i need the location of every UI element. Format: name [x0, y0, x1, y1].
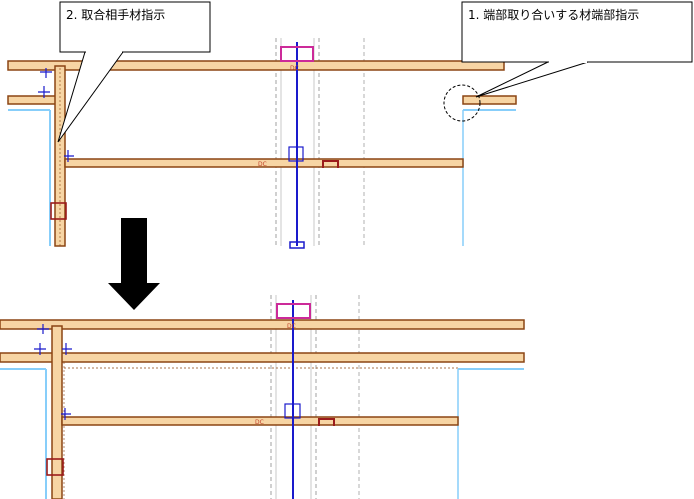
callout-2: 2. 取合相手材指示 [57, 1, 211, 143]
beam-marker-top: DC [287, 323, 296, 330]
beam-marker-mid: DC [255, 419, 264, 426]
callout-box [461, 1, 693, 63]
magenta-marker [280, 46, 314, 62]
red-rect-marker [46, 458, 64, 476]
red-bracket-marker [322, 160, 339, 168]
instruction-2-text: 2. 取合相手材指示 [66, 7, 165, 22]
left-column-beam [51, 325, 63, 499]
callout-1: 1. 端部取り合いする材端部指示 [461, 1, 693, 98]
blue-square-marker [284, 403, 301, 419]
beam-marker-mid: DC [258, 161, 267, 168]
selection-circle [443, 84, 481, 122]
middle-beam [61, 416, 459, 426]
blue-bottom-marker [289, 241, 305, 249]
right-beam-stub [462, 95, 517, 105]
blue-cross-icon [64, 150, 74, 162]
callout-pointer [57, 51, 124, 143]
blue-cross-icon [61, 408, 71, 420]
transition-arrow [108, 218, 160, 310]
magenta-marker [276, 303, 311, 319]
red-bracket-marker [318, 418, 335, 426]
blue-cross-icon [34, 343, 46, 355]
after-view: DC DC [0, 295, 525, 499]
callout-pointer [475, 61, 589, 98]
top-beam [0, 319, 525, 330]
middle-beam [64, 158, 464, 168]
joined-beam [0, 352, 525, 363]
before-view: DC DC 2. 取合相手材指示 1. 端部取り合いする材端部指示 [7, 1, 693, 249]
arrow-shaft [121, 218, 147, 283]
instruction-1-text: 1. 端部取り合いする材端部指示 [468, 7, 639, 22]
arrow-head [108, 283, 160, 310]
top-beam [7, 60, 505, 71]
beam-marker-top: DC [290, 65, 299, 72]
blue-cross-icon [40, 68, 52, 78]
blue-cross-icon [38, 86, 50, 98]
blue-square-marker [288, 146, 304, 162]
blue-cross-icon [37, 324, 49, 334]
red-rect-marker [50, 202, 67, 220]
blue-cross-icon [62, 343, 72, 355]
left-beam-stub [7, 95, 57, 105]
callout-box [59, 1, 211, 53]
